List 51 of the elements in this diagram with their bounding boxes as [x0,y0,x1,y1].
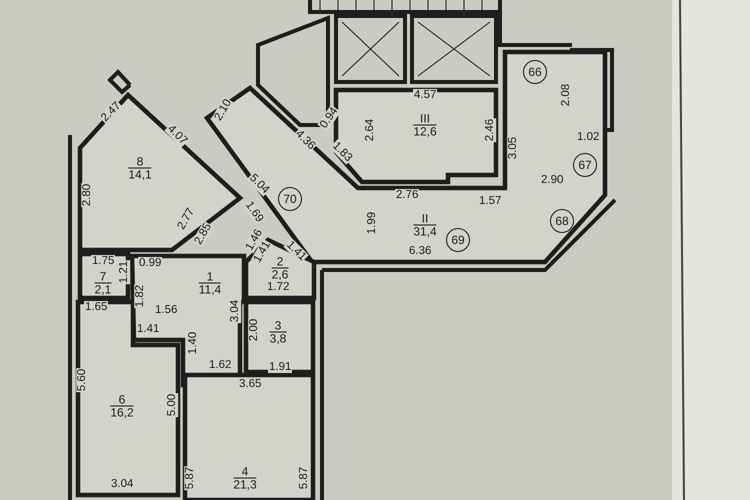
dimension-label: 1.99 [366,210,378,236]
dimension-label: 1.41 [136,323,160,335]
room-area: 2,6 [272,268,288,280]
dimension-label: 5.87 [184,466,196,490]
dimension-label: 0.99 [138,257,162,269]
dimension-label: 1.82 [134,284,146,308]
dimension-label: 2.90 [540,174,564,186]
room-area: 12,6 [413,126,437,138]
dimension-label: 2.64 [364,118,376,142]
dimension-label: 5.87 [298,466,310,490]
dimension-label: 1.56 [154,304,178,316]
room-area: 31,4 [413,226,437,238]
axis-marker: 68 [550,209,574,233]
room-number: II [413,212,437,226]
axis-marker: 69 [446,228,470,252]
dimension-label: 1.21 [118,260,130,284]
room-area: 11,4 [198,284,222,296]
room-number: 2 [272,256,288,268]
dimension-label: 1.72 [266,281,290,293]
room-area: 21,3 [233,478,257,490]
dimension-label: 1.62 [208,359,232,371]
dimension-label: 2.76 [395,189,420,201]
dimension-label: 2.46 [484,118,496,142]
dimension-label: 3.65 [238,378,262,390]
dimension-label: 4.57 [413,89,438,101]
dimension-label: 5.00 [166,392,178,418]
room-number: 3 [270,320,286,332]
room-number: III [413,112,437,126]
dimension-label: 3.04 [110,478,134,490]
dimension-label: 1.57 [478,195,502,207]
room-number: 4 [233,466,257,478]
axis-marker: 67 [573,153,597,177]
dimension-label: 2.08 [560,82,572,108]
room-number: 6 [110,394,134,406]
dimension-label: 2.00 [248,318,260,342]
dimension-label: 1.91 [268,361,292,373]
axis-marker: 70 [278,187,302,211]
room-area: 16,2 [110,406,134,418]
dimension-label: 1.40 [187,330,200,356]
dimension-label: 1.02 [576,131,600,143]
dimension-label: 1.65 [84,301,108,313]
room-area: 3,8 [270,332,286,344]
room-number: 7 [94,270,112,284]
room-area: 2,1 [94,284,112,296]
dimension-label: 6.36 [408,245,432,257]
room-number: 1 [198,270,222,284]
axis-marker: 66 [523,60,547,84]
dimension-label: 3.05 [507,136,520,160]
dimension-label: 3.04 [229,298,242,324]
dimension-label: 1.75 [91,255,116,267]
dimension-label: 5.60 [76,368,88,392]
